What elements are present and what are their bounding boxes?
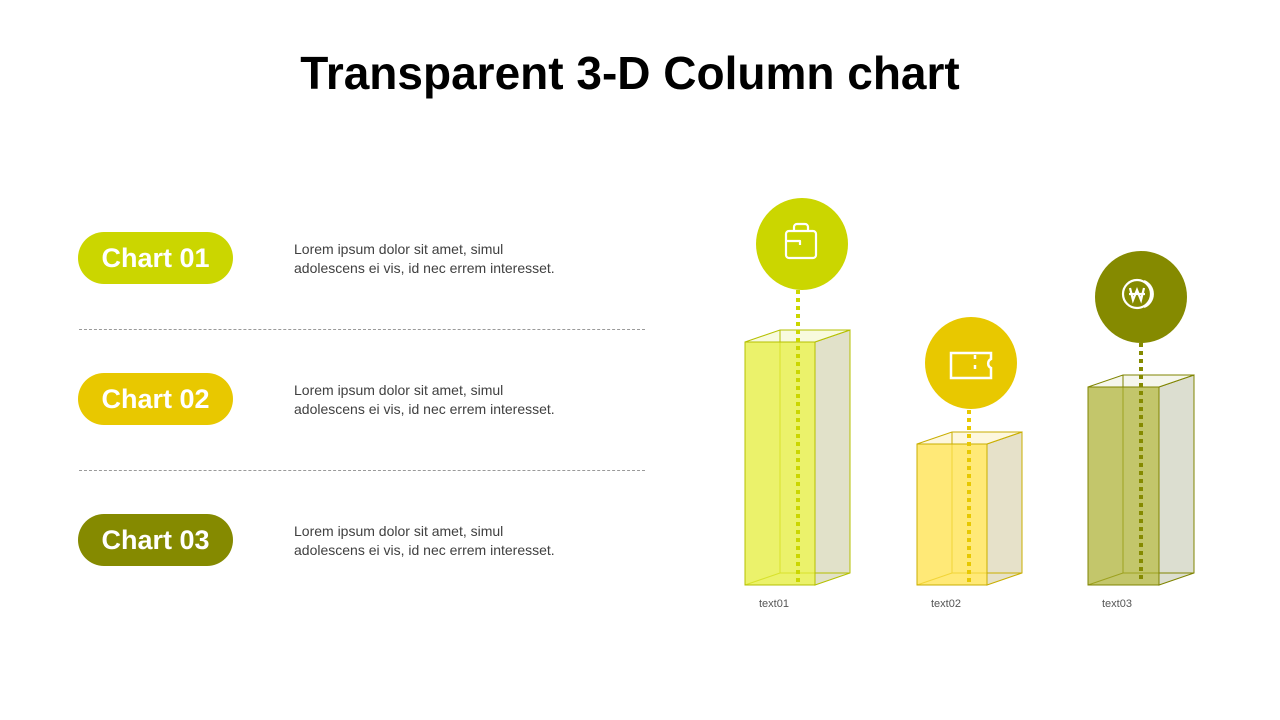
won-coin-icon <box>1121 278 1154 310</box>
column-text02 <box>916 317 1023 586</box>
shopping-bag-icon <box>784 222 818 260</box>
description-line: adolescens ei vis, id nec errem interess… <box>294 542 555 558</box>
description-line: adolescens ei vis, id nec errem interess… <box>294 401 555 417</box>
chart-01-pill: Chart 01 <box>78 232 233 284</box>
description-line: adolescens ei vis, id nec errem interess… <box>294 260 555 276</box>
page-title: Transparent 3-D Column chart <box>300 47 960 99</box>
column-text03 <box>1087 251 1195 586</box>
x-axis-label: text01 <box>759 598 789 610</box>
chart-03-pill: Chart 03 <box>78 514 233 566</box>
chart-02-pill: Chart 02 <box>78 373 233 425</box>
column-text01 <box>744 198 851 586</box>
chart-02-description: Lorem ipsum dolor sit amet, simul adoles… <box>294 381 614 419</box>
description-line: Lorem ipsum dolor sit amet, simul <box>294 382 504 398</box>
chart-01-description: Lorem ipsum dolor sit amet, simul adoles… <box>294 240 614 278</box>
ticket-icon <box>949 351 993 380</box>
divider <box>79 470 645 471</box>
chart-03-description: Lorem ipsum dolor sit amet, simul adoles… <box>294 522 614 560</box>
divider <box>79 329 645 330</box>
description-line: Lorem ipsum dolor sit amet, simul <box>294 523 504 539</box>
description-line: Lorem ipsum dolor sit amet, simul <box>294 241 504 257</box>
x-axis-label: text02 <box>931 598 961 610</box>
x-axis-label: text03 <box>1102 598 1132 610</box>
